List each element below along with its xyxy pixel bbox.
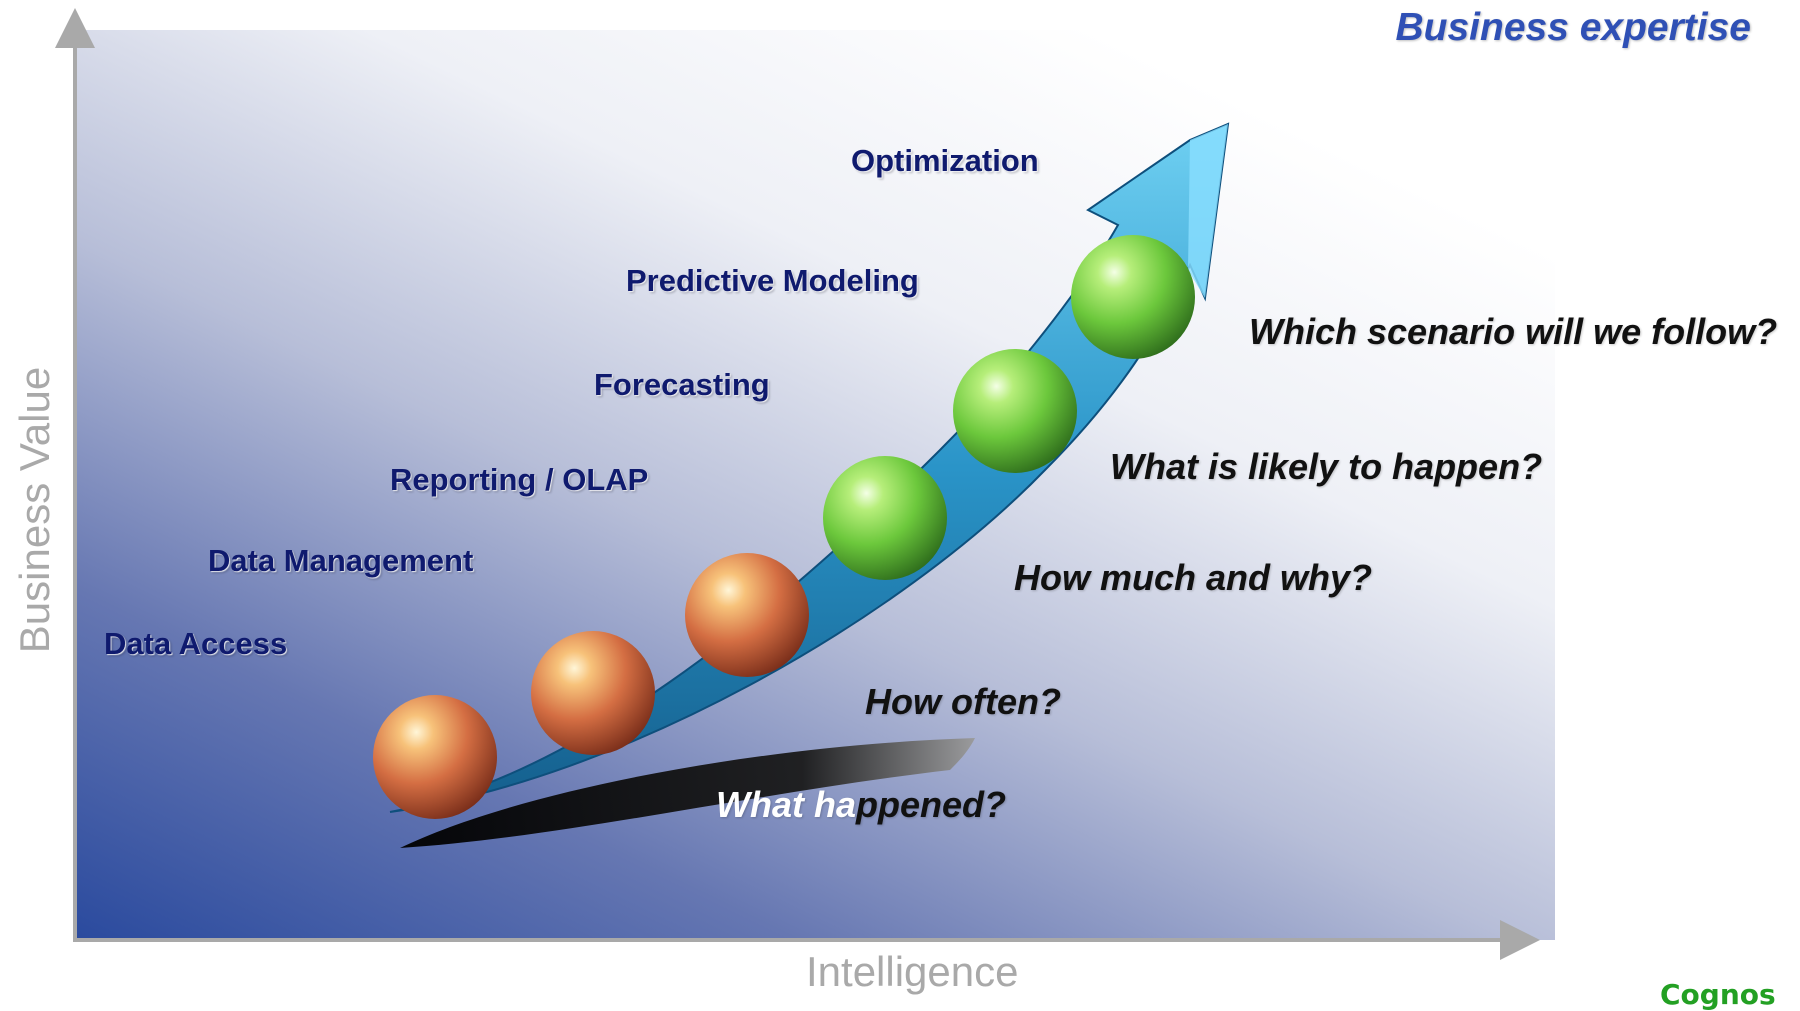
- stage-label-optimization: Optimization: [851, 143, 1039, 178]
- question-what-happened-part-a: What ha: [716, 784, 856, 825]
- sphere-4: [823, 456, 947, 580]
- stage-label-reporting-olap: Reporting / OLAP: [390, 462, 649, 497]
- growth-arrow-highlight: [1188, 124, 1228, 298]
- stage-label-forecasting: Forecasting: [594, 367, 770, 402]
- question-what-happened-part-b: ppened?: [856, 784, 1006, 825]
- diagram-title: Business expertise: [1395, 6, 1751, 49]
- sphere-6: [1071, 235, 1195, 359]
- question-which-scenario: Which scenario will we follow?: [1249, 311, 1778, 352]
- stage-label-data-management: Data Management: [208, 543, 474, 578]
- question-what-happened: What happened?: [716, 784, 1006, 826]
- question-how-much-and-why: How much and why?: [1014, 557, 1373, 598]
- sphere-2: [531, 631, 655, 755]
- question-likely-to-happen: What is likely to happen?: [1110, 446, 1543, 487]
- sphere-5: [953, 349, 1077, 473]
- x-axis-title: Intelligence: [806, 948, 1019, 995]
- stage-label-predictive-modeling: Predictive Modeling: [626, 263, 919, 298]
- stage-label-data-access: Data Access: [104, 626, 288, 661]
- sphere-3: [685, 553, 809, 677]
- y-axis-title: Business Value: [11, 366, 58, 654]
- shadow-swoosh: [400, 738, 975, 848]
- sphere-1: [373, 695, 497, 819]
- question-how-often: How often?: [865, 681, 1061, 722]
